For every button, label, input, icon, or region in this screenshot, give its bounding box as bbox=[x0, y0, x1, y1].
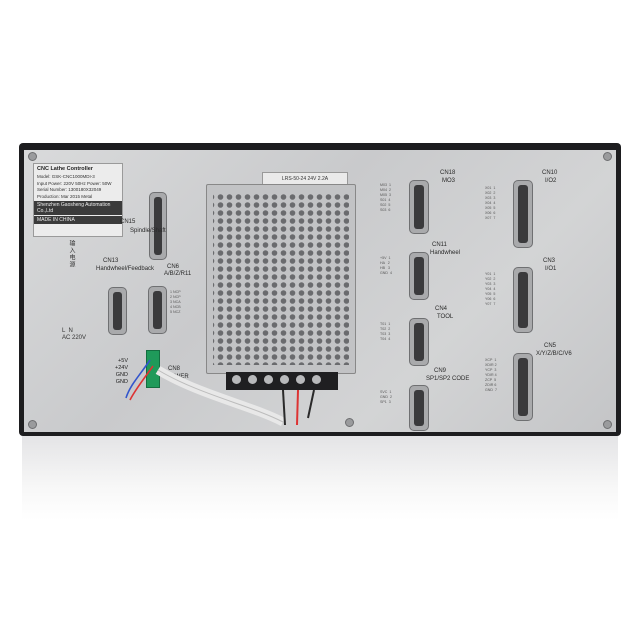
cn4-connector[interactable] bbox=[409, 318, 429, 366]
terminal-screw bbox=[248, 375, 257, 384]
cn18-sub: MO3 bbox=[442, 178, 456, 184]
cn11-connector[interactable] bbox=[409, 252, 429, 300]
cn5-connector[interactable] bbox=[513, 353, 533, 421]
nameplate-row: Model: GSK-CNC1000MDI-3 bbox=[37, 174, 95, 179]
terminal-screw bbox=[232, 375, 241, 384]
cn9-connector[interactable] bbox=[409, 385, 429, 431]
screw bbox=[28, 420, 37, 429]
cn15-sub: Spindle/Shaft bbox=[130, 228, 166, 234]
nameplate-row: Production: Mar 2015 Metal bbox=[37, 193, 93, 199]
nameplate-row: Serial Number: 1300180X32049 bbox=[37, 187, 102, 192]
terminal-screw bbox=[296, 375, 305, 384]
cn4-label: CN4 bbox=[435, 306, 448, 312]
nameplate-origin: MADE IN CHINA bbox=[34, 216, 122, 224]
power-terminal-labels: +5V +24V GND GND bbox=[115, 358, 128, 385]
cn13-connector[interactable] bbox=[108, 287, 127, 335]
cn4-sub: TOOL bbox=[437, 314, 454, 320]
cn18-connector[interactable] bbox=[409, 180, 429, 234]
cn3-connector[interactable] bbox=[513, 267, 533, 333]
cn3-sub: I/O1 bbox=[545, 266, 557, 272]
vent-holes bbox=[213, 193, 349, 365]
cn13-label: CN13 bbox=[103, 258, 119, 264]
cn9-pin-list: SVC 1 GND 2 SP1 3 bbox=[380, 390, 392, 404]
cn6-label: CN6 bbox=[167, 264, 180, 270]
cn3-pin-list: Y01 1 Y02 2 Y03 3 Y04 4 Y05 5 Y06 6 Y07 … bbox=[485, 272, 496, 306]
screw bbox=[603, 420, 612, 429]
cn9-label: CN9 bbox=[434, 368, 447, 374]
cn10-sub: I/O2 bbox=[545, 178, 557, 184]
cn5-pin-list: XCP 1 XDIR 2 YCP 3 YDIR 4 ZCP 5 ZDIR 6 G… bbox=[485, 358, 497, 392]
terminal-screw bbox=[280, 375, 289, 384]
cn3-label: CN3 bbox=[543, 258, 556, 264]
cn10-connector[interactable] bbox=[513, 180, 533, 248]
cn6-pin-list: 1 NCP 2 NCP 3 NCA 4 NCB 5 NCZ bbox=[170, 290, 181, 314]
nameplate-company: Shenzhen Gaosheng Automation Co.,Ltd bbox=[34, 201, 122, 215]
terminal-screw bbox=[312, 375, 321, 384]
cn10-label: CN10 bbox=[542, 170, 558, 176]
ac-input-label: L N AC 220V bbox=[62, 328, 87, 341]
cn4-pin-list: T01 1 T02 2 T03 3 T04 4 bbox=[380, 322, 391, 341]
power-supply-unit bbox=[206, 184, 356, 374]
screw bbox=[28, 152, 37, 161]
cn10-pin-list: X01 1 X02 2 X03 3 X04 4 X05 5 X06 6 X07 … bbox=[485, 186, 496, 220]
cn11-sub: Handwheel bbox=[430, 250, 461, 256]
reflection bbox=[22, 436, 618, 520]
screw bbox=[603, 152, 612, 161]
cn5-label: CN5 bbox=[544, 343, 557, 349]
cn18-pin-list: M03 1 M04 2 M05 3 S01 4 S02 5 S03 6 bbox=[380, 183, 391, 212]
nameplate-row: Input Power: 220V 50Hz Power: 50W bbox=[37, 180, 112, 186]
cn15-label: CN15 bbox=[120, 219, 136, 225]
cn18-label: CN18 bbox=[440, 170, 456, 176]
nameplate: CNC Lathe Controller Model: GSK-CNC1000M… bbox=[33, 163, 123, 237]
cn11-pin-list: +5V 1 HA 2 HB 3 GND 4 bbox=[380, 256, 392, 275]
power-vertical-label: 输入电源 bbox=[68, 240, 74, 268]
cn9-sub: SP1/SP2 CODE bbox=[426, 376, 470, 382]
cn8-label: CN8 bbox=[168, 366, 181, 372]
terminal-screw bbox=[264, 375, 273, 384]
nameplate-title: CNC Lathe Controller bbox=[37, 166, 93, 172]
cn15-connector[interactable] bbox=[149, 192, 167, 260]
cn6-sub: A/B/Z/R11 bbox=[164, 271, 192, 277]
cn11-label: CN11 bbox=[432, 242, 447, 248]
screw bbox=[345, 418, 354, 427]
cn6-connector[interactable] bbox=[148, 286, 167, 334]
cn13-sub: Handwheel/Feedback bbox=[96, 266, 155, 272]
cn5-sub: X/Y/Z/B/C/V6 bbox=[536, 351, 572, 357]
